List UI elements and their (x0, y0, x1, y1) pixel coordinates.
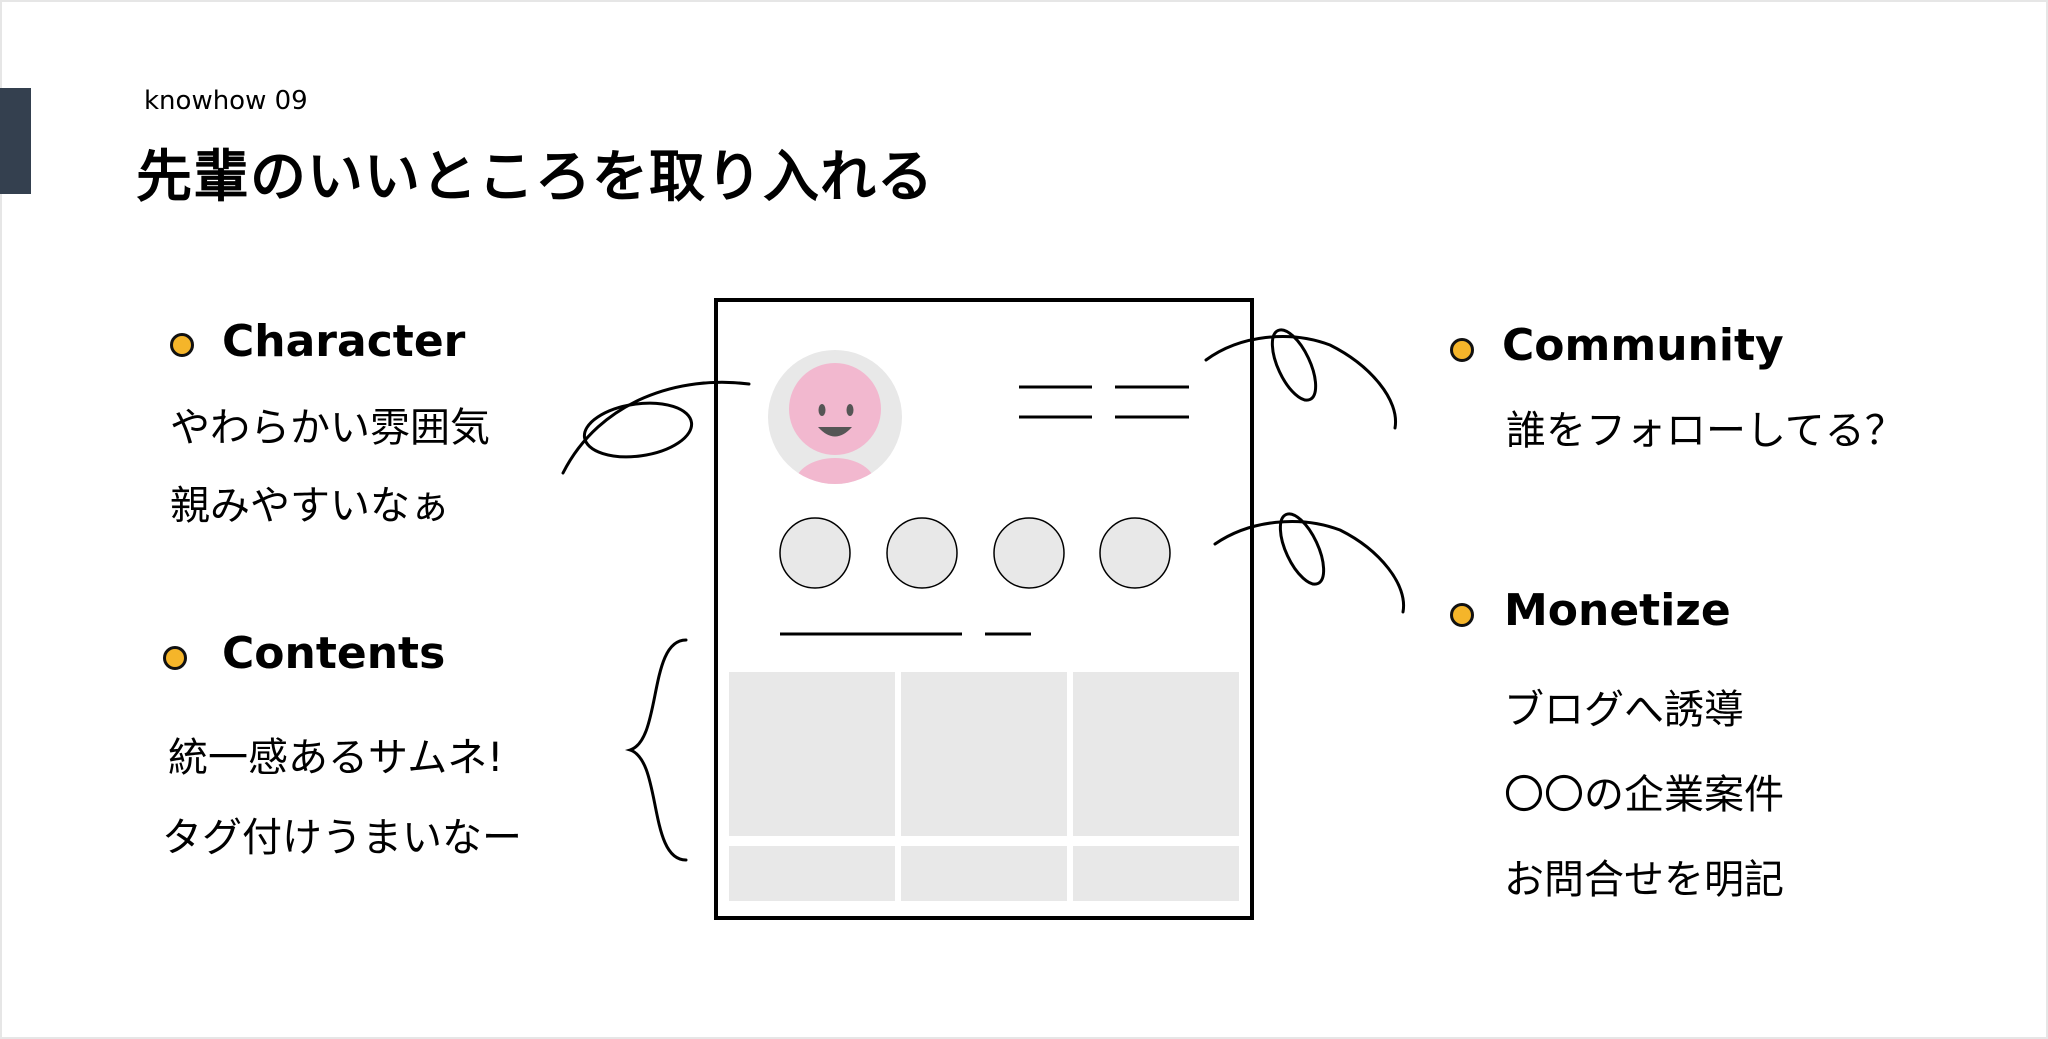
page-title: 先輩のいいところを取り入れる (136, 145, 934, 210)
contents-bullet-icon (163, 646, 187, 670)
highlights-row (779, 517, 1171, 589)
monetize-bullet-icon (1450, 603, 1474, 627)
eyebrow-label: knowhow 09 (144, 86, 308, 116)
contents-heading: Contents (222, 628, 446, 679)
monetize-line-2: 〇〇の企業案件 (1504, 772, 1784, 818)
community-bullet-icon (1450, 338, 1474, 362)
contents-line-2: タグ付けうまいなー (162, 815, 522, 861)
contents-line-1: 統一感あるサムネ! (168, 735, 504, 781)
accent-bar (0, 88, 31, 194)
character-line-1: やわらかい雰囲気 (170, 405, 490, 451)
monetize-line-3: お問合せを明記 (1504, 857, 1784, 903)
avatar-icon (768, 350, 902, 484)
community-heading: Community (1502, 320, 1784, 371)
stats-lines (1019, 385, 1189, 419)
character-heading: Character (222, 316, 466, 367)
community-line-1: 誰をフォローしてる？ (1506, 408, 1905, 454)
character-line-2: 親みやすいなぁ (170, 483, 450, 529)
connector-lines (561, 328, 1406, 862)
post-grid (729, 672, 1239, 901)
monetize-line-1: ブログへ誘導 (1504, 687, 1744, 733)
character-bullet-icon (170, 333, 194, 357)
monetize-heading: Monetize (1504, 585, 1731, 636)
